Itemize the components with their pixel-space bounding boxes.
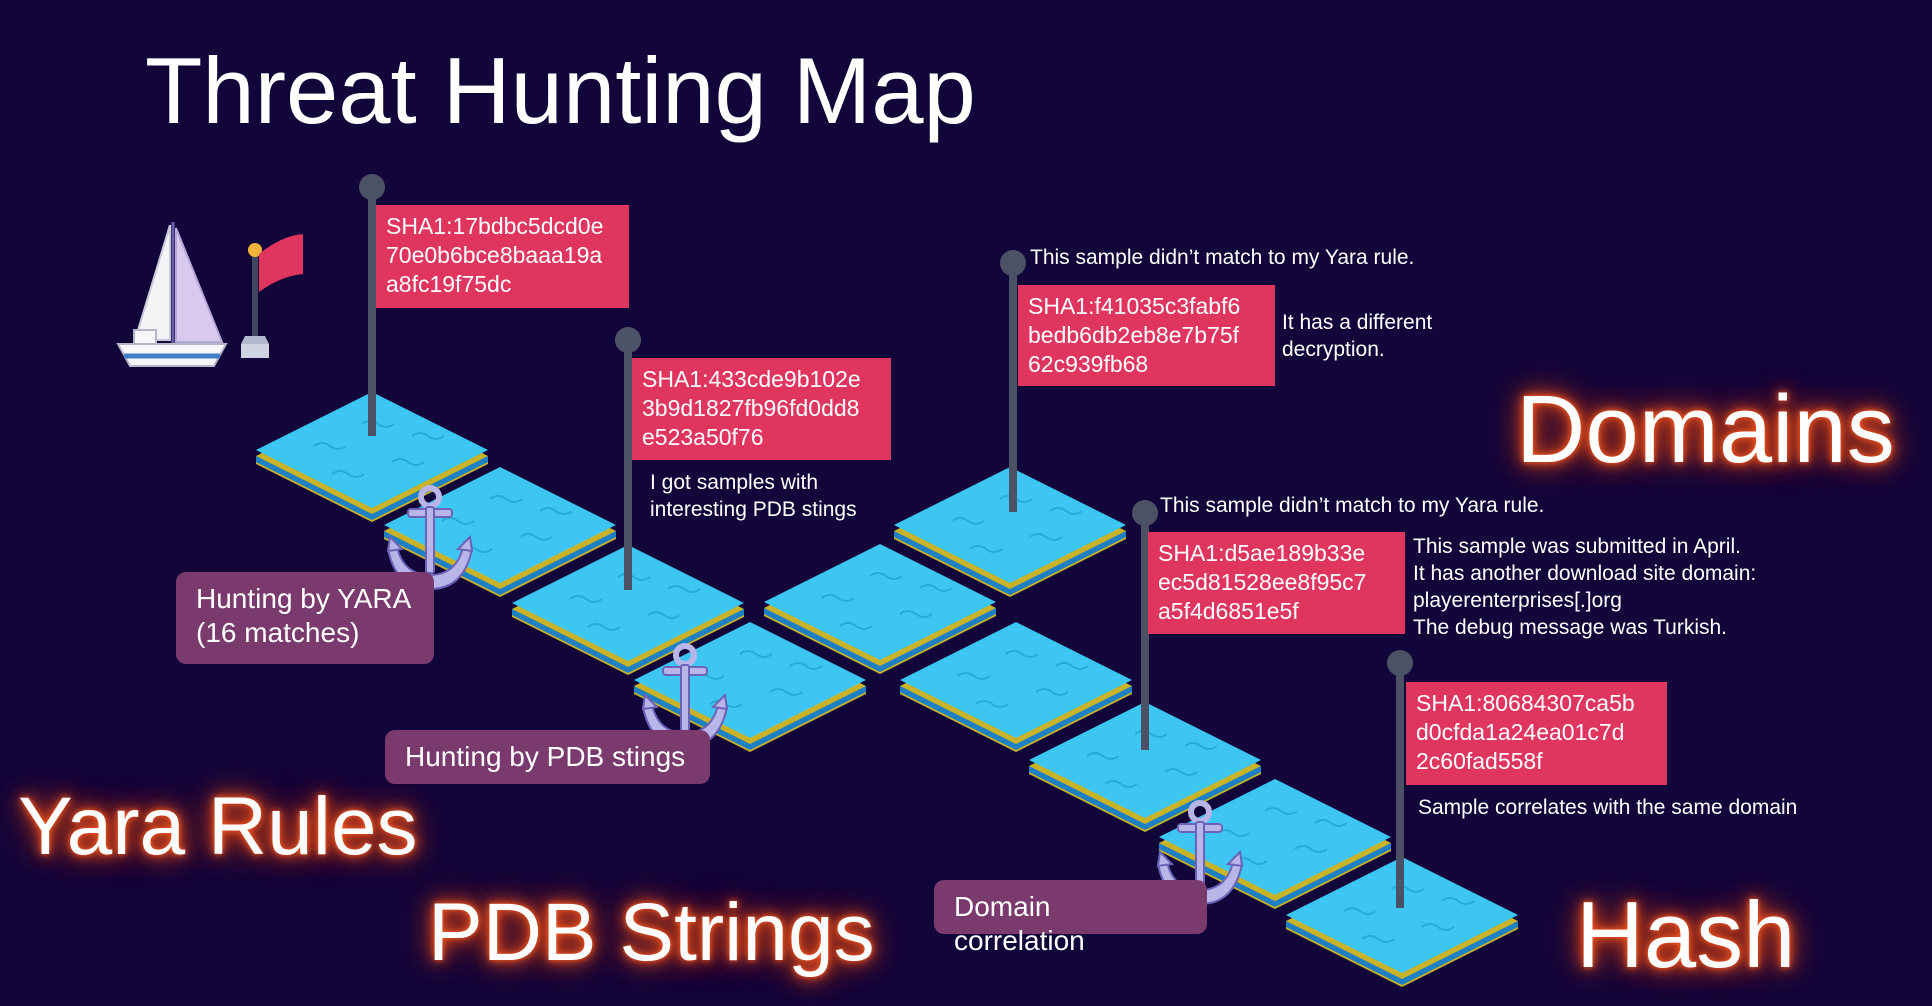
hash-flag-1: SHA1:17bdbc5dcd0e 70e0b6bce8baaa19a a8fc… [376,205,629,308]
stage-label-domains: Domains [1516,376,1895,483]
step-label-domain-correlation: Domain correlation [934,880,1207,956]
stage-label-pdb-strings: PDB Strings [428,887,875,978]
step-label-hunting-by-yara: Hunting by YARA (16 matches) [176,572,434,664]
hash-flag-4: SHA1:d5ae189b33e ec5d81528ee8f95c7 a5f4d… [1148,532,1405,634]
page-title: Threat Hunting Map [145,38,976,143]
step-label-hunting-by-pdb: Hunting by PDB stings [385,730,710,784]
flag-pole [615,327,641,590]
stage-label-hash: Hash [1576,882,1796,987]
flag-5-note: Sample correlates with the same domain [1418,796,1798,819]
start-flag-icon [241,234,303,358]
flag-2-note: I got samples with interesting PDB sting… [650,471,857,521]
flag-3-note-side: It has a different decryption. [1282,311,1433,361]
flag-pole [359,174,385,436]
flag-pole [1132,500,1158,750]
flag-3-note-top: This sample didn’t match to my Yara rule… [1030,246,1415,269]
stage-label-yara-rules: Yara Rules [18,781,418,872]
flag-4-note-top: This sample didn’t match to my Yara rule… [1160,494,1545,517]
flag-pole [1000,250,1026,512]
hash-flag-5: SHA1:80684307ca5b d0cfda1a24ea01c7d 2c60… [1406,682,1667,785]
flag-pole [1387,650,1413,908]
sailboat-icon [116,222,228,367]
hash-flag-3: SHA1:f41035c3fabf6 bedb6db2eb8e7b75f 62c… [1018,285,1275,386]
hash-flag-2: SHA1:433cde9b102e 3b9d1827fb96fd0dd8 e52… [632,358,891,460]
flag-4-note-side: This sample was submitted in April. It h… [1413,535,1757,639]
